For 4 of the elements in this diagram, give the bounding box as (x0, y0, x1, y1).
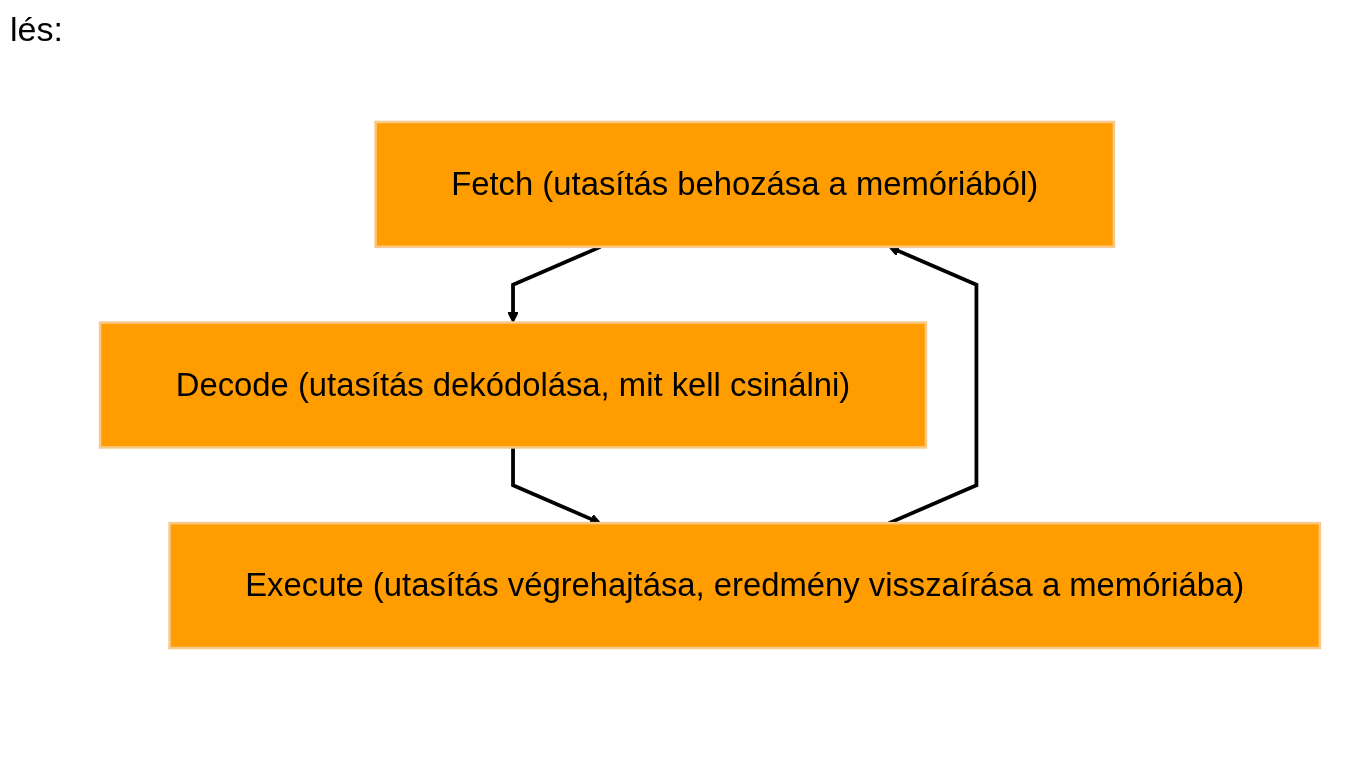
heading-text: lés: (10, 10, 63, 49)
node-box: Decode (utasítás dekódolása, mit kell csinálni) (98, 321, 928, 449)
node-box: Fetch (utasítás behozása a memóriából) (374, 120, 1116, 249)
node-box: Execute (utasítás végrehajtása, eredmény visszaírása a memóriába) (168, 521, 1322, 650)
